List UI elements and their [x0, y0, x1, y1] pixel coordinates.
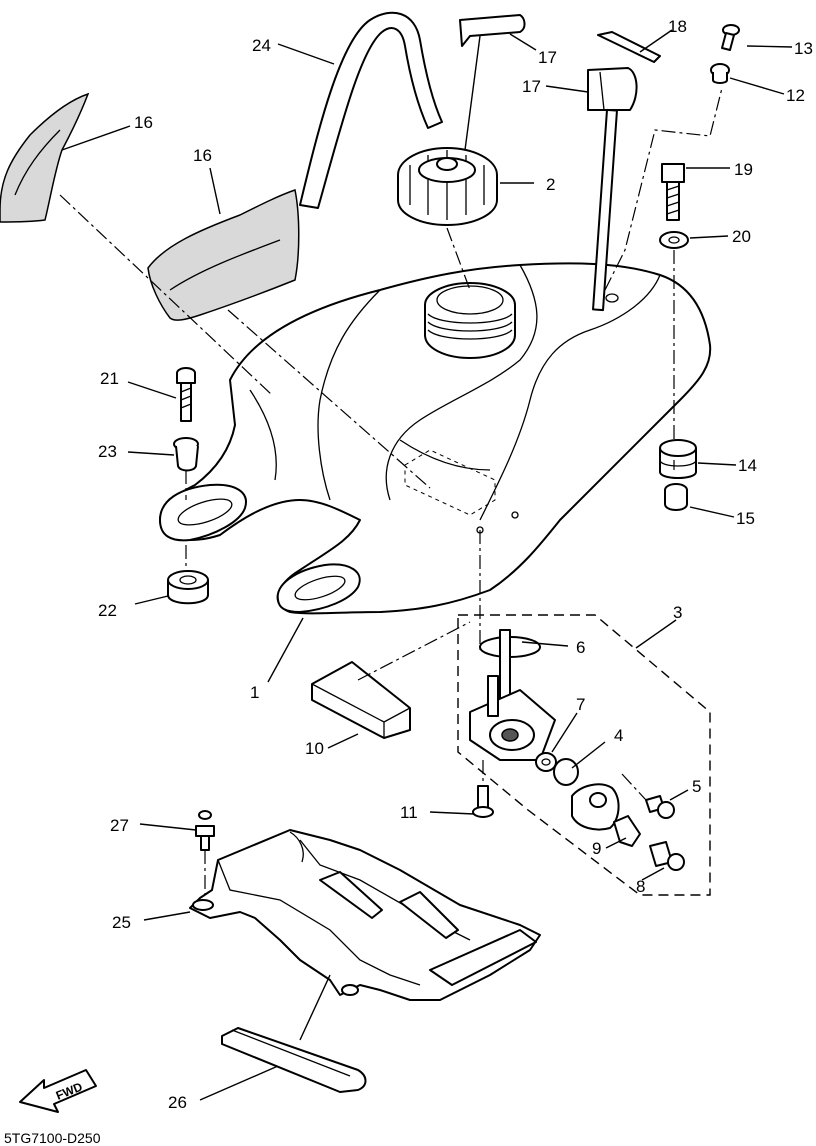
breather-hose: [299, 11, 443, 209]
callout-16b: 16: [193, 146, 212, 165]
callout-7: 7: [576, 695, 585, 714]
callout-8: 8: [636, 877, 645, 896]
callout-18: 18: [668, 17, 687, 36]
callout-27: 27: [110, 816, 129, 835]
diagram-code: 5TG7100-D250: [4, 1130, 101, 1146]
bolt-21: [176, 367, 196, 422]
callout-4: 4: [614, 726, 623, 745]
pad-26: [221, 1027, 367, 1093]
callout-23: 23: [98, 442, 117, 461]
fuel-tank: [159, 262, 712, 615]
alignment-lines: [59, 87, 723, 895]
forward-direction-arrow: FWD: [19, 1069, 97, 1113]
callout-15: 15: [736, 509, 755, 528]
callout-25: 25: [112, 913, 131, 932]
tank-damper-upper: [459, 14, 526, 47]
assembly-boundary: [457, 614, 711, 896]
callout-24: 24: [252, 36, 271, 55]
graphic-left-lower: [147, 189, 300, 321]
tank-cover-25: [189, 829, 541, 1001]
damper-block-10: [311, 661, 411, 739]
callout-10: 10: [305, 739, 324, 758]
callout-13: 13: [794, 39, 813, 58]
callout-17a: 17: [538, 48, 557, 67]
callout-11: 11: [400, 803, 418, 822]
callout-6: 6: [576, 638, 585, 657]
bolt-19: [661, 163, 685, 221]
bolt-27: [195, 810, 215, 851]
damper-22: [167, 570, 209, 605]
damper-14: [659, 439, 697, 479]
callout-21: 21: [100, 369, 119, 388]
callout-12: 12: [786, 86, 805, 105]
callout-3: 3: [673, 603, 682, 622]
callout-22: 22: [98, 601, 117, 620]
callout-14: 14: [738, 456, 757, 475]
fuel-cap: [397, 147, 498, 226]
screw-13: [721, 24, 740, 51]
callout-20: 20: [732, 227, 751, 246]
callout-17b: 17: [522, 77, 541, 96]
collar-15: [664, 483, 688, 511]
callout-9: 9: [592, 839, 601, 858]
callout-5: 5: [692, 777, 701, 796]
fuel-cock-assembly: [469, 629, 685, 871]
leader-lines: [61, 29, 793, 1101]
tank-damper-lower: [587, 67, 638, 111]
callout-numbers: 1 2 3 4 5 6 7 8 9 10 11 12 13 14 15 16 1…: [98, 17, 813, 1112]
callout-19: 19: [734, 160, 753, 179]
callout-16a: 16: [134, 113, 153, 132]
fuel-tank-band: [592, 31, 661, 312]
graphic-left-upper: [0, 92, 90, 223]
callout-26: 26: [168, 1093, 187, 1112]
washer-20: [659, 231, 689, 249]
callout-1: 1: [250, 683, 259, 702]
collar-12: [710, 63, 730, 84]
collar-23: [173, 437, 199, 472]
callout-2: 2: [546, 175, 555, 194]
